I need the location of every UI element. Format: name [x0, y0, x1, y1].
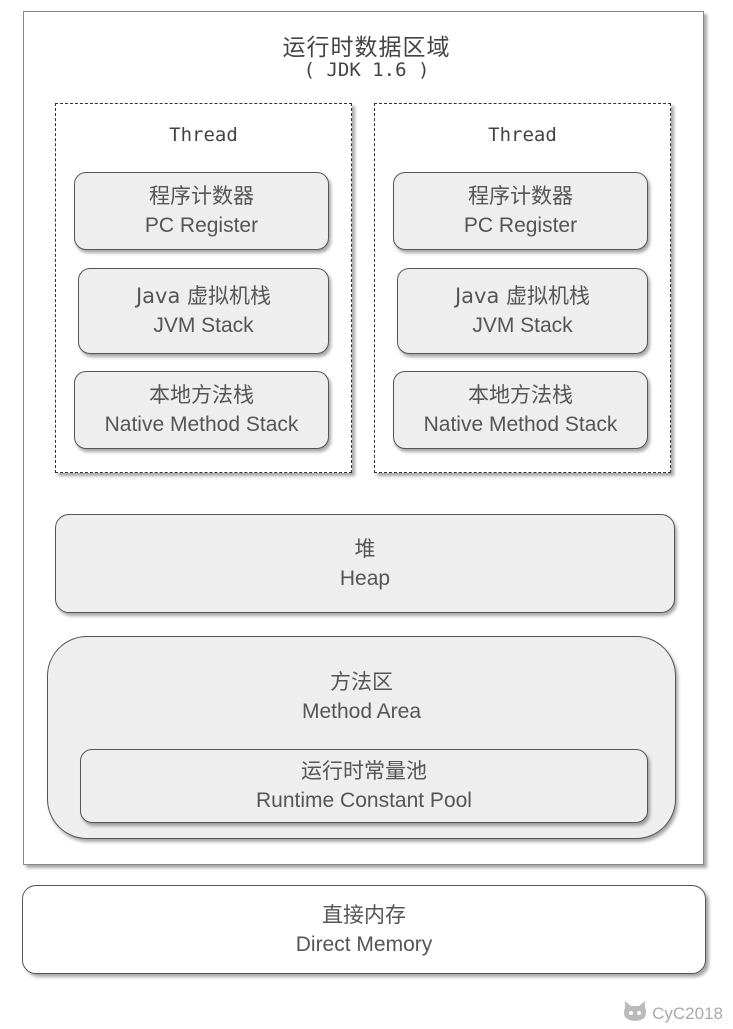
watermark-text: CyC2018	[652, 1003, 723, 1023]
runtime-constant-pool-zh: 运行时常量池	[301, 759, 427, 783]
native-method-stack-box: 本地方法栈 Native Method Stack	[74, 371, 329, 449]
jvm-stack-zh: Java 虚拟机栈	[454, 284, 591, 308]
jvm-stack-box: Java 虚拟机栈 JVM Stack	[397, 268, 648, 354]
jvm-stack-en: JVM Stack	[153, 314, 254, 337]
pc-register-zh: 程序计数器	[468, 184, 573, 208]
runtime-constant-pool-en: Runtime Constant Pool	[256, 789, 472, 812]
heap-zh: 堆	[354, 536, 376, 561]
heap-box: 堆 Heap	[55, 514, 675, 613]
pc-register-en: PC Register	[463, 214, 578, 237]
method-area-en: Method Area	[301, 700, 422, 723]
direct-memory-zh: 直接内存	[322, 902, 406, 927]
jvm-stack-zh: Java 虚拟机栈	[135, 284, 272, 308]
watermark: CyC2018	[622, 1000, 723, 1027]
pc-register-box: 程序计数器 PC Register	[393, 172, 648, 250]
method-area-zh: 方法区	[330, 670, 393, 694]
native-method-stack-box: 本地方法栈 Native Method Stack	[393, 371, 648, 449]
native-stack-zh: 本地方法栈	[149, 383, 254, 407]
runtime-constant-pool-box: 运行时常量池 Runtime Constant Pool	[80, 749, 648, 823]
heap-en: Heap	[339, 566, 391, 590]
diagram-title: 运行时数据区域	[282, 34, 451, 60]
diagram-subtitle: ( JDK 1.6 )	[303, 59, 430, 81]
cat-icon	[622, 1000, 648, 1027]
native-stack-en: Native Method Stack	[423, 413, 618, 436]
direct-memory-en: Direct Memory	[295, 932, 433, 956]
direct-memory-box: 直接内存 Direct Memory	[22, 885, 706, 974]
jvm-stack-en: JVM Stack	[472, 314, 573, 337]
pc-register-en: PC Register	[144, 214, 259, 237]
jvm-stack-box: Java 虚拟机栈 JVM Stack	[78, 268, 329, 354]
native-stack-en: Native Method Stack	[104, 413, 299, 436]
pc-register-box: 程序计数器 PC Register	[74, 172, 329, 250]
native-stack-zh: 本地方法栈	[468, 383, 573, 407]
thread-label: Thread	[169, 124, 238, 146]
thread-label: Thread	[488, 124, 557, 146]
pc-register-zh: 程序计数器	[149, 184, 254, 208]
